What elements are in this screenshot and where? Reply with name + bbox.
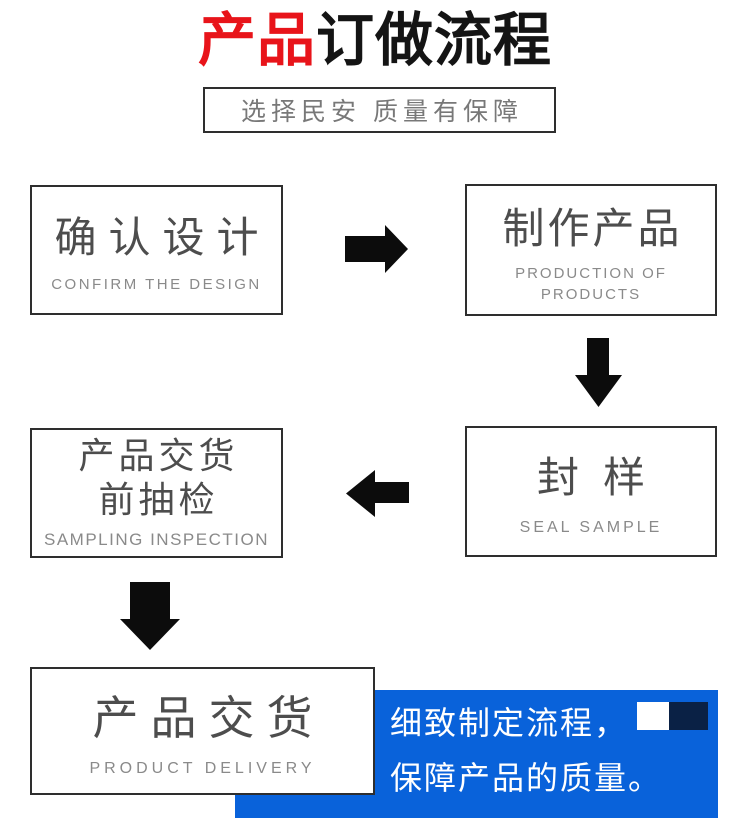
step-box-production: 制作产品 PRODUCTION OF PRODUCTS — [465, 184, 717, 316]
step-title-zh-line1: 产品交货 — [78, 434, 239, 476]
arrow-down-icon — [575, 338, 622, 407]
step-box-product-delivery: 产品交货 PRODUCT DELIVERY — [30, 667, 375, 795]
step-title-en: SEAL SAMPLE — [519, 519, 663, 537]
arrow-left-icon — [346, 470, 409, 517]
step-box-sampling-inspection: 产品交货 前抽检 SAMPLING INSPECTION — [30, 428, 283, 558]
callout-text: 细致制定流程， 保障产品的质量。 — [390, 696, 662, 806]
arrow-right-icon — [345, 225, 408, 273]
page-title-rest: 订做流程 — [316, 8, 553, 73]
callout-line2: 保障产品的质量。 — [390, 760, 663, 796]
step-box-confirm-design: 确认设计 CONFIRM THE DESIGN — [30, 185, 283, 315]
step-box-seal-sample: 封样 SEAL SAMPLE — [465, 426, 717, 557]
subtitle-banner: 选择民安 质量有保障 — [203, 87, 556, 133]
arrow-down-icon — [120, 582, 180, 650]
page-title-highlight: 产品 — [197, 8, 316, 73]
step-title-zh: 产品交货 — [92, 692, 325, 745]
step-title-zh: 制作产品 — [502, 205, 683, 253]
step-title-en: PRODUCT DELIVERY — [89, 760, 316, 778]
step-title-en: CONFIRM THE DESIGN — [51, 276, 262, 294]
page-title: 产品订做流程 — [0, 8, 750, 74]
step-title-zh: 封样 — [536, 454, 669, 502]
callout-line1: 细致制定流程， — [390, 705, 629, 741]
subtitle-text: 选择民安 质量有保障 — [241, 98, 523, 126]
step-title-en: PRODUCTION OF PRODUCTS — [515, 265, 667, 303]
accent-square-white — [637, 702, 669, 730]
step-title-zh-line2: 前抽检 — [98, 478, 219, 520]
step-title-en: SAMPLING INSPECTION — [44, 530, 269, 550]
step-title-zh: 确认设计 — [54, 214, 271, 262]
accent-square-navy — [669, 702, 708, 730]
